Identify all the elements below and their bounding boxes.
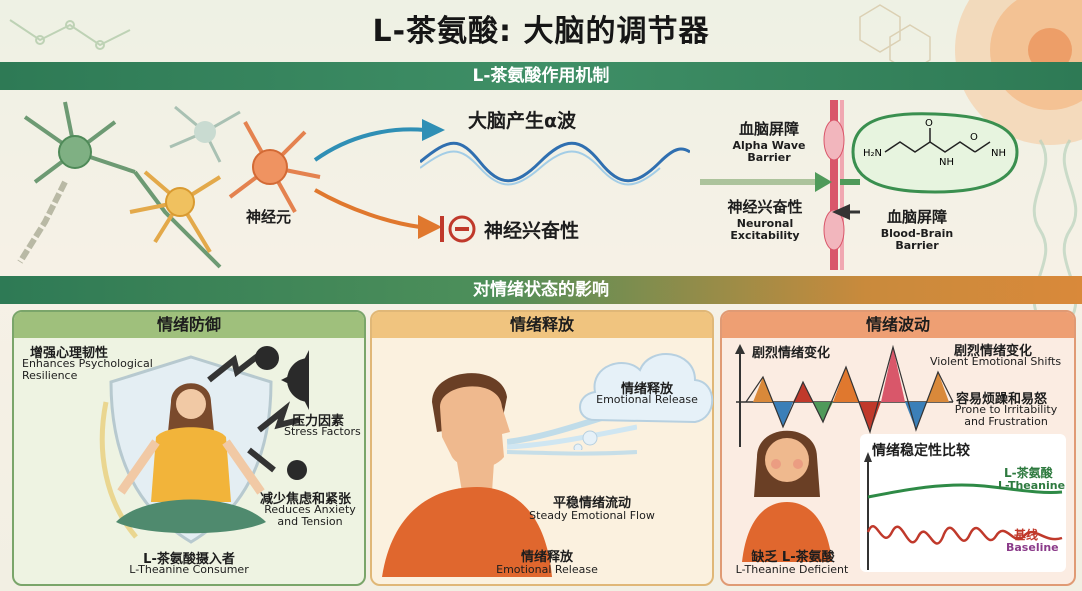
stability-chart — [864, 452, 1063, 570]
cloud-en: Emotional Release — [596, 393, 698, 406]
irritable-en: Prone to Irritability and Frustration — [954, 403, 1058, 428]
theanine-cn: L-茶氨酸 — [1004, 466, 1053, 480]
defense-panel: 情绪防御 增强心理韧性 Enhances Psychological Resil… — [12, 310, 366, 586]
violent-cn: 剧烈情绪变化 — [954, 344, 1033, 359]
bbb-bottom-en: Blood-Brain Barrier — [880, 227, 954, 252]
baseline-en: Baseline — [1006, 541, 1059, 554]
deficient-cn: 缺乏 L-茶氨酸 — [751, 550, 835, 565]
molecule-nh2: NH — [991, 148, 1006, 159]
emotion-banner: 对情绪状态的影响 — [0, 276, 1082, 304]
excitability-cn-label: 神经兴奋性 — [727, 198, 803, 216]
violent-cn-left: 剧烈情绪变化 — [752, 346, 831, 361]
flow-en: Steady Emotional Flow — [529, 509, 655, 522]
consumer-cn: L-茶氨酸摄入者 — [143, 552, 235, 567]
molecule-o2: O — [970, 132, 978, 143]
release-panel: 情绪释放 情绪释放 Emotional Release 平稳情绪流动 Stead… — [370, 310, 714, 586]
theanine-molecule: H₂N O NH O NH — [851, 112, 1019, 194]
anxiety-en: Reduces Anxiety and Tension — [264, 503, 356, 528]
release-heading: 情绪释放 — [372, 312, 712, 338]
theanine-en: L-Theanine — [998, 479, 1066, 492]
pathway-arrows — [313, 119, 445, 239]
consumer-en: L-Theanine Consumer — [129, 563, 249, 576]
baseline-cn: 基线 — [1014, 528, 1039, 542]
resilience-en: Enhances Psychological Resilience — [22, 357, 153, 382]
irritable-cn: 容易烦躁和易怒 — [956, 392, 1048, 407]
stress-factor-icons — [207, 346, 309, 480]
molecule-nh: NH — [939, 157, 954, 168]
molecule-h2n: H₂N — [863, 148, 882, 159]
alpha-wave-label: 大脑产生α波 — [468, 110, 577, 132]
flow-cn: 平稳情绪流动 — [552, 496, 631, 511]
violent-en: Violent Emotional Shifts — [930, 355, 1062, 368]
barrier-arrows — [700, 172, 860, 220]
alpha-wave-graphic — [420, 141, 690, 186]
molecule-o1: O — [925, 118, 933, 129]
bbb-top-en: Alpha Wave Barrier — [732, 139, 806, 164]
shield-person-illustration — [99, 355, 273, 544]
violent-shift-chart — [735, 344, 954, 447]
fluctuation-panel: 情绪波动 剧烈情绪变化 剧烈情绪变化 Violent Emotional Shi… — [720, 310, 1076, 586]
defense-heading: 情绪防御 — [14, 312, 364, 338]
excitability-label: 神经兴奋性 — [484, 220, 580, 242]
frustrated-person-illustration — [742, 430, 832, 562]
fluctuation-heading: 情绪波动 — [722, 312, 1074, 338]
neurons-illustration — [17, 101, 321, 269]
excitability-en-label: Neuronal Excitability — [730, 217, 800, 242]
stability-title: 情绪稳定性比较 — [872, 443, 970, 459]
profile-person-illustration — [382, 373, 552, 577]
neuron-label: 神经元 — [246, 208, 292, 226]
stress-cn: 压力因素 — [292, 414, 345, 429]
page-title: L-茶氨酸: 大脑的调节器 — [372, 14, 710, 49]
bbb-top-label: 血脑屏障 — [738, 120, 799, 138]
inhibit-icon — [440, 215, 476, 243]
cloud-graphic — [573, 353, 714, 450]
stability-chart-box — [860, 434, 1066, 572]
release-bottom-cn: 情绪释放 — [520, 550, 573, 565]
bbb-bottom-label: 血脑屏障 — [886, 208, 947, 226]
deficient-en: L-Theanine Deficient — [735, 563, 849, 576]
cloud-cn: 情绪释放 — [620, 382, 673, 397]
resilience-cn: 增强心理韧性 — [30, 346, 109, 361]
mechanism-banner: L-茶氨酸作用机制 — [0, 62, 1082, 90]
anxiety-cn: 减少焦虑和紧张 — [260, 492, 352, 507]
stress-en: Stress Factors — [284, 425, 361, 438]
release-bottom-en: Emotional Release — [496, 563, 598, 576]
